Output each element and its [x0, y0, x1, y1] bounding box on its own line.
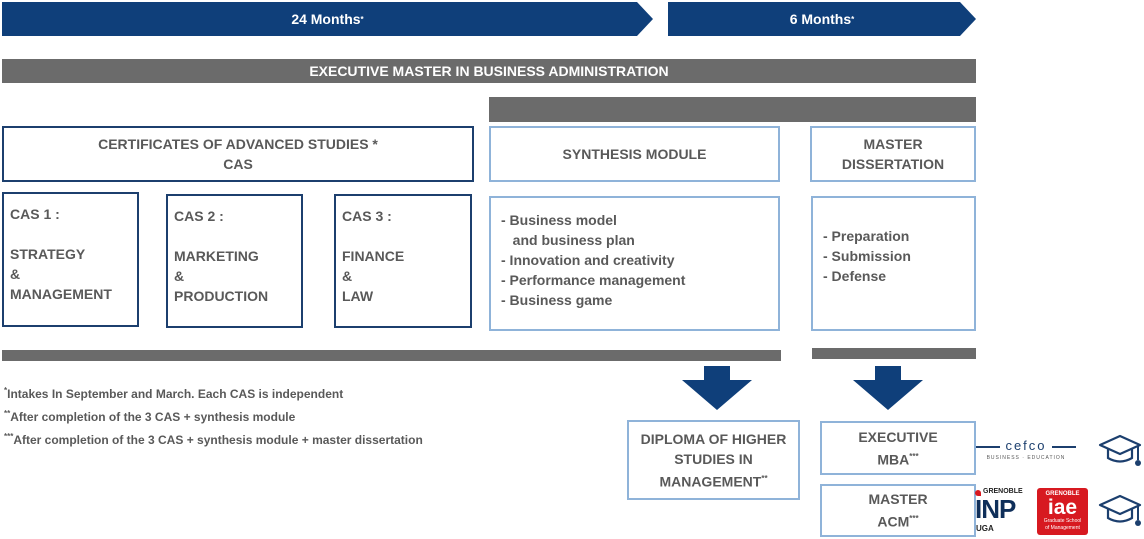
grenoble-inp-logo: GRENOBLE INP UGA — [975, 488, 1035, 536]
synthesis-item: - Innovation and creativity — [501, 252, 675, 268]
synthesis-item: - Business game — [501, 292, 613, 308]
timeline-24-months-arrow: 24 Months* — [2, 2, 653, 36]
master-acm-line1: MASTER — [868, 491, 928, 508]
diploma-line3: MANAGEMENT** — [659, 473, 768, 490]
iae-logo-top: GRENOBLE — [1045, 491, 1080, 497]
lower-divider-bar-left — [2, 350, 781, 361]
cefco-logo-tagline: BUSINESS · EDUCATION — [986, 455, 1066, 461]
timeline-6-months-mark: * — [851, 14, 855, 24]
executive-mba-line2: MBA*** — [877, 451, 919, 468]
grenoble-inp-top: GRENOBLE — [983, 488, 1023, 495]
synthesis-list: - Business model and business plan - Inn… — [501, 210, 768, 310]
dissertation-title-line2: DISSERTATION — [841, 156, 945, 172]
iae-logo-sub1: Graduate School — [1043, 518, 1082, 524]
cas-header-line1: CERTIFICATES OF ADVANCED STUDIES * — [98, 136, 378, 152]
down-arrow-diploma-icon — [682, 366, 752, 410]
cefco-logo-name: cefco — [1005, 438, 1047, 453]
cas-box-3: CAS 3 : FINANCE & LAW — [334, 194, 472, 328]
dissertation-header-box: MASTER DISSERTATION — [810, 126, 976, 182]
footnotes: *Intakes In September and March. Each CA… — [4, 381, 564, 450]
timeline-6-months-arrow: 6 Months* — [668, 2, 976, 36]
program-title: EXECUTIVE MASTER IN BUSINESS ADMINISTRAT… — [309, 63, 669, 79]
master-acm-line2: ACM*** — [877, 513, 919, 530]
dissertation-item: - Defense — [823, 268, 887, 284]
cas-header-line2: CAS — [223, 156, 253, 172]
cas-box-1: CAS 1 : STRATEGY & MANAGEMENT — [2, 192, 139, 327]
synthesis-item: - Performance management — [501, 272, 686, 288]
dissertation-content-box: - Preparation - Submission - Defense — [811, 196, 976, 331]
diploma-line1: DIPLOMA OF HIGHER — [640, 430, 787, 447]
dissertation-list: - Preparation - Submission - Defense — [823, 226, 964, 286]
master-acm-box: MASTER ACM*** — [820, 484, 976, 537]
synthesis-item: and business plan — [501, 232, 635, 248]
diploma-line2: STUDIES IN — [674, 450, 753, 467]
graduation-cap-icon — [1098, 434, 1142, 466]
footnote-3: ***After completion of the 3 CAS + synth… — [4, 432, 423, 447]
timeline-24-months-label: 24 Months — [291, 11, 361, 27]
dissertation-item: - Submission — [823, 248, 911, 264]
grenoble-inp-sub: UGA — [976, 524, 994, 533]
dissertation-item: - Preparation — [823, 228, 910, 244]
synthesis-content-box: - Business model and business plan - Inn… — [489, 196, 780, 331]
diploma-box: DIPLOMA OF HIGHER STUDIES IN MANAGEMENT*… — [627, 420, 800, 500]
synthesis-header-box: SYNTHESIS MODULE — [489, 126, 780, 182]
down-arrow-mba-icon — [853, 366, 923, 410]
synthesis-title: SYNTHESIS MODULE — [562, 146, 707, 162]
synthesis-item: - Business model — [501, 212, 617, 228]
cas-header-box: CERTIFICATES OF ADVANCED STUDIES * CAS — [2, 126, 474, 182]
executive-mba-box: EXECUTIVE MBA*** — [820, 421, 976, 475]
timeline-6-months-label: 6 Months — [789, 11, 852, 27]
iae-logo: GRENOBLE iae Graduate School of Manageme… — [1037, 488, 1088, 535]
dissertation-title-line1: MASTER — [863, 136, 923, 152]
timeline-24-months-mark: * — [360, 14, 364, 24]
footnote-1: *Intakes In September and March. Each CA… — [4, 386, 344, 401]
grenoble-inp-name: INP — [975, 494, 1016, 524]
cas-box-2: CAS 2 : MARKETING & PRODUCTION — [166, 194, 303, 328]
program-title-bar: EXECUTIVE MASTER IN BUSINESS ADMINISTRAT… — [2, 59, 976, 83]
upper-divider-bar — [489, 97, 976, 122]
cefco-logo: cefco BUSINESS · EDUCATION — [976, 438, 1076, 464]
footnote-2: **After completion of the 3 CAS + synthe… — [4, 409, 296, 424]
iae-logo-name: iae — [1047, 496, 1078, 519]
executive-mba-line1: EXECUTIVE — [858, 428, 938, 445]
iae-logo-sub2: of Management — [1045, 525, 1080, 531]
lower-divider-bar-right — [812, 348, 976, 359]
graduation-cap-icon — [1098, 494, 1142, 526]
